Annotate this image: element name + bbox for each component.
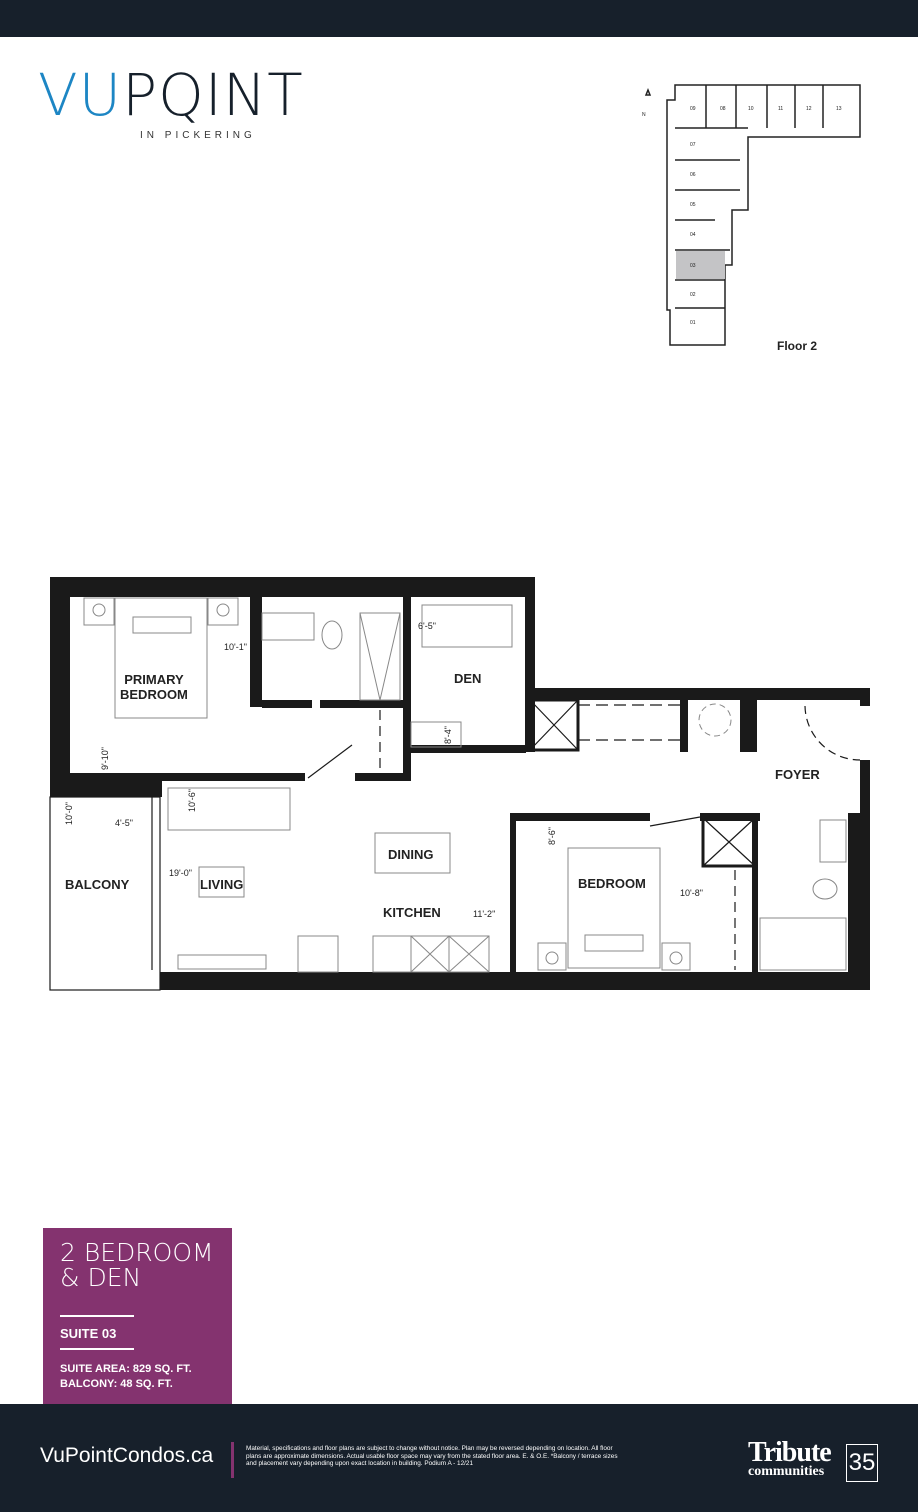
dimension-label: 10'-6" [187,789,197,812]
room-living: LIVING [200,877,244,892]
unit-label: 12 [806,106,812,112]
highlighted-suite [676,251,725,279]
floor-label: Floor 2 [777,339,818,353]
dimension-label: 8'-6" [547,827,557,845]
unit-label: 01 [690,320,696,326]
north-label: N [642,112,646,118]
logo-point: PQINT [122,61,304,129]
disclaimer: Material, specifications and floor plans… [246,1445,618,1467]
dimension-label: 10'-0" [64,802,74,825]
divider [60,1315,134,1317]
suite-info-box: 2 BEDROOM & DEN SUITE 03 SUITE AREA: 829… [43,1228,232,1404]
suite-area: SUITE AREA: 829 SQ. FT. [60,1363,192,1375]
divider [60,1348,134,1350]
room-den: DEN [454,671,482,686]
dimension-label: 10'-8" [680,888,703,898]
room-dining: DINING [388,847,434,862]
unit-label: 07 [690,142,696,148]
dimension-label: 6'-5" [418,621,436,631]
logo-vu: VU [38,61,123,129]
logo-subtitle: IN PICKERING [140,130,256,141]
suite-type-line1: 2 BEDROOM [60,1238,214,1267]
room-primary-bedroom: PRIMARY BEDROOM [120,672,188,702]
divider [231,1442,234,1478]
unit-label: 03 [690,263,696,269]
suite-number: SUITE 03 [60,1326,117,1341]
dimension-label: 9'-10" [100,747,110,770]
vupoint-logo: VUPQINT IN PICKERING [38,66,304,141]
unit-label: 08 [720,106,726,112]
suite-type: 2 BEDROOM & DEN [60,1240,214,1290]
anniversary-badge: 35 [846,1444,878,1482]
unit-label: 09 [690,106,696,112]
room-balcony: BALCONY [65,877,130,892]
north-arrow-icon [644,87,652,96]
key-plan: N 09 08 10 11 12 13 07 06 05 04 03 02 01 [642,84,861,346]
unit-label: 10 [748,106,754,112]
unit-label: 05 [690,202,696,208]
room-bedroom: BEDROOM [578,876,646,891]
balcony-area: BALCONY: 48 SQ. FT. [60,1378,173,1390]
unit-label: 04 [690,232,696,238]
unit-label: 02 [690,292,696,298]
tribute-communities-logo: Tribute communities 35 [748,1437,878,1482]
unit-label: 11 [778,106,783,112]
room-kitchen: KITCHEN [383,905,441,920]
unit-label: 13 [836,106,842,112]
dimension-label: 8'-4" [443,726,453,744]
suite-type-line2: & DEN [60,1263,142,1292]
dimension-label: 10'-1" [224,642,247,652]
top-bar [0,0,918,37]
suite-areas: SUITE AREA: 829 SQ. FT. BALCONY: 48 SQ. … [60,1362,192,1392]
footer: VuPointCondos.ca Material, specification… [0,1404,918,1512]
unit-label: 06 [690,172,696,178]
dimension-label: 19'-0" [169,868,192,878]
website-link[interactable]: VuPointCondos.ca [40,1444,214,1467]
room-foyer: FOYER [775,767,820,782]
builder-name-sub: communities [748,1464,825,1479]
builder-name: Tribute [748,1437,832,1468]
dimension-label: 4'-5" [115,818,133,828]
walls [50,577,870,990]
dimension-label: 11'-2" [473,909,496,919]
